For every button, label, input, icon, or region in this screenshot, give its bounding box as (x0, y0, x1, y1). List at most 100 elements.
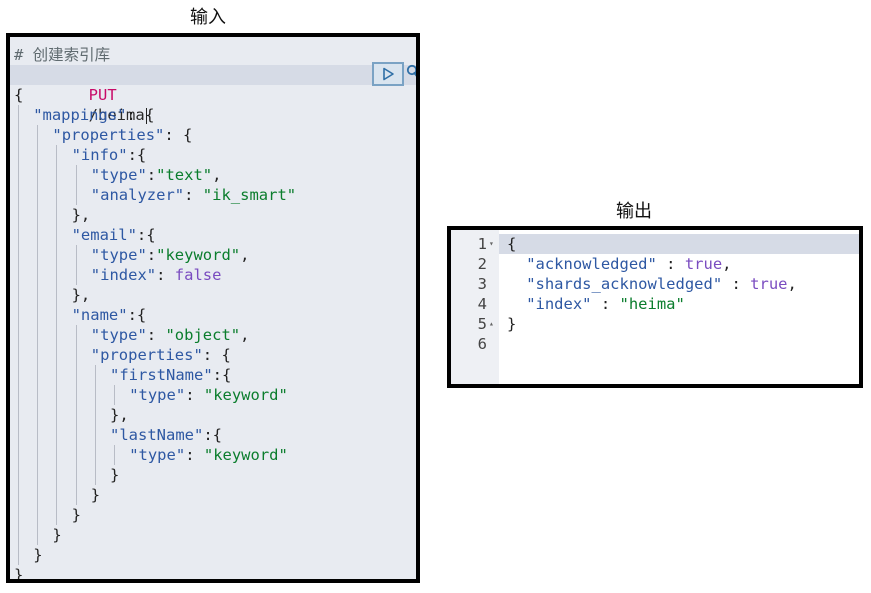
code-token: : { (126, 106, 155, 124)
indent-guide (114, 385, 115, 405)
code-text: }, (72, 205, 91, 225)
code-line[interactable]: } (10, 465, 416, 485)
code-token: :{ (127, 146, 147, 164)
code-line[interactable]: "name":{ (10, 305, 416, 325)
indent-guide (75, 165, 77, 205)
fold-up-icon[interactable]: ▴ (489, 319, 494, 328)
code-line[interactable]: { (10, 85, 416, 105)
code-token: { (14, 86, 24, 104)
code-token: : { (202, 346, 231, 364)
code-line[interactable]: "type":"keyword", (10, 245, 416, 265)
line-number: 1 (477, 235, 487, 253)
code-line[interactable]: "type": "object", (10, 325, 416, 345)
code-text: }, (72, 285, 91, 305)
code-token: : (156, 266, 175, 284)
input-caption: 输入 (190, 7, 226, 28)
code-token: : (146, 246, 157, 264)
wrench-icon[interactable] (406, 64, 420, 82)
line-number: 6 (477, 335, 487, 353)
code-text: "acknowledged" : true, (526, 254, 731, 274)
code-token: "acknowledged" (526, 255, 657, 273)
code-text: } (33, 545, 42, 565)
code-token: }, (110, 406, 129, 424)
code-line[interactable]: "lastName":{ (10, 425, 416, 445)
code-token: "ik_smart" (202, 186, 297, 204)
code-line[interactable]: "properties": { (10, 125, 416, 145)
code-line[interactable]: }, (10, 285, 416, 305)
code-token: } (14, 566, 24, 583)
request-path: /heima (88, 106, 145, 124)
code-token: "mappings" (33, 106, 127, 124)
code-token: "shards_acknowledged" (526, 275, 723, 293)
code-token: : (185, 386, 204, 404)
code-line[interactable]: }, (10, 405, 416, 425)
code-text: "name":{ (72, 305, 147, 325)
code-line[interactable]: } (10, 565, 416, 583)
code-text: "analyzer": "ik_smart" (91, 185, 296, 205)
code-token: "lastName" (110, 426, 204, 444)
code-token: { (507, 235, 517, 253)
code-token: : (146, 326, 166, 344)
line-number: 3 (477, 275, 487, 293)
code-text: { (507, 234, 516, 254)
code-line[interactable]: "type": "keyword" (10, 445, 416, 465)
response-line: { (499, 234, 859, 254)
code-token: : (185, 446, 204, 464)
indent-guide (114, 445, 115, 465)
code-token: } (90, 486, 101, 504)
code-token: , (722, 255, 732, 273)
code-line[interactable]: "analyzer": "ik_smart" (10, 185, 416, 205)
request-line[interactable]: PUT /heima (10, 65, 416, 124)
code-token: }, (71, 286, 91, 304)
code-token: "keyword" (203, 446, 288, 464)
code-line[interactable]: } (10, 505, 416, 525)
code-line[interactable]: "mappings": { (10, 105, 416, 125)
comment-text: # 创建索引库 (14, 46, 111, 64)
code-line[interactable]: } (10, 485, 416, 505)
code-token: true (750, 275, 788, 293)
code-token: , (787, 275, 797, 293)
code-line[interactable]: "firstName":{ (10, 365, 416, 385)
code-line[interactable]: "properties": { (10, 345, 416, 365)
response-line (499, 334, 859, 354)
code-token: : { (164, 126, 193, 144)
code-line[interactable]: } (10, 545, 416, 565)
code-line[interactable]: }, (10, 205, 416, 225)
code-token: : (722, 275, 751, 293)
code-token: "type" (90, 246, 147, 264)
code-token: , (212, 166, 222, 184)
fold-down-icon[interactable]: ▾ (489, 239, 494, 248)
code-token: : (591, 295, 620, 313)
code-line[interactable]: "index": false (10, 265, 416, 285)
code-line[interactable]: } (10, 525, 416, 545)
code-token: "keyword" (156, 246, 241, 264)
code-text: "type": "keyword" (129, 445, 288, 465)
code-token: "type" (129, 446, 186, 464)
play-icon (383, 67, 394, 81)
code-text: "firstName":{ (110, 365, 231, 385)
code-text: "lastName":{ (110, 425, 222, 445)
code-line[interactable]: "type": "keyword" (10, 385, 416, 405)
code-line[interactable]: "email":{ (10, 225, 416, 245)
code-token: } (33, 546, 43, 564)
code-token: "properties" (52, 126, 165, 144)
code-line[interactable]: "type":"text", (10, 165, 416, 185)
code-line[interactable]: "info":{ (10, 145, 416, 165)
code-token: : (184, 186, 203, 204)
line-number: 2 (477, 255, 487, 273)
indent-guide (18, 105, 19, 565)
code-text: "type": "object", (91, 325, 250, 345)
code-token: "type" (90, 166, 147, 184)
code-token: true (684, 255, 723, 273)
code-text: "type": "keyword" (129, 385, 288, 405)
code-token: "object" (165, 326, 241, 344)
run-request-button[interactable] (372, 62, 404, 86)
code-token: "firstName" (110, 366, 213, 384)
code-token: "analyzer" (90, 186, 185, 204)
request-code-area[interactable]: # 创建索引库 PUT /heima {"mappings": {"proper… (10, 37, 416, 579)
code-text: } (14, 565, 24, 583)
code-token: , (240, 326, 250, 344)
request-editor[interactable]: # 创建索引库 PUT /heima {"mappings": {"proper… (6, 33, 420, 583)
code-token: , (240, 246, 250, 264)
code-token: } (507, 315, 517, 333)
